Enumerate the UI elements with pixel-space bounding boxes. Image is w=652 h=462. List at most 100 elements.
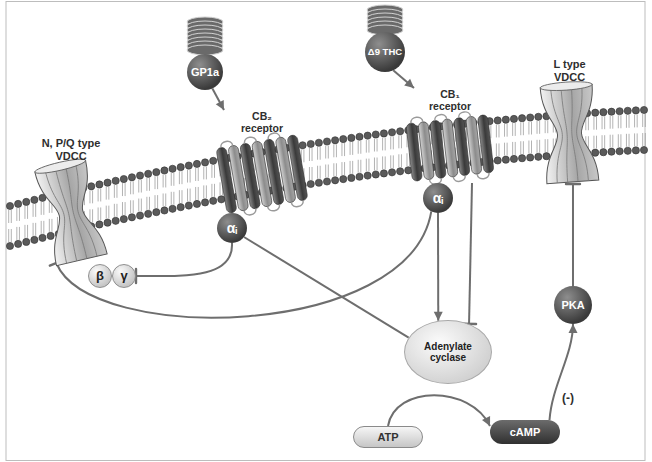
lipid-head bbox=[592, 109, 599, 116]
connector-line bbox=[469, 183, 472, 324]
lipid-head bbox=[527, 154, 534, 161]
lipid-tail bbox=[515, 123, 516, 136]
lipid-head bbox=[299, 142, 306, 149]
lipid-tail bbox=[344, 143, 345, 156]
lipid-head bbox=[218, 196, 225, 203]
lipid-tail bbox=[181, 171, 182, 184]
lipid-tail bbox=[377, 158, 378, 171]
lipid-head bbox=[397, 128, 404, 135]
lipid-head bbox=[356, 133, 363, 140]
lipid-tail bbox=[520, 122, 521, 135]
lipid-head bbox=[145, 210, 152, 217]
lipid-tail bbox=[366, 159, 367, 172]
connector-line bbox=[572, 184, 574, 286]
subunit-label: γ bbox=[120, 269, 127, 284]
lipid-tail bbox=[163, 193, 164, 206]
lipid-head bbox=[315, 139, 322, 146]
lipid-head bbox=[494, 157, 501, 164]
lipid-tail bbox=[531, 122, 532, 135]
channel-drawing bbox=[532, 84, 607, 184]
lipid-tail bbox=[382, 156, 383, 169]
lipid-tail bbox=[114, 185, 115, 198]
lipid-head bbox=[364, 132, 371, 139]
channel-rib bbox=[67, 163, 97, 258]
lipid-head bbox=[535, 153, 542, 160]
receptor-loop bbox=[434, 114, 447, 121]
lipid-tail bbox=[33, 204, 34, 217]
lipid-tail bbox=[626, 134, 627, 147]
channel-rib bbox=[561, 86, 570, 182]
receptor-label: CB₂ receptor bbox=[232, 110, 292, 134]
lipid-tail bbox=[130, 181, 131, 194]
transmembrane-helix bbox=[287, 135, 308, 202]
lipid-head bbox=[193, 160, 200, 167]
lipid-head bbox=[315, 179, 322, 186]
lipid-head bbox=[128, 174, 135, 181]
lipid-head bbox=[600, 149, 607, 156]
g-protein-subunit: β bbox=[88, 264, 112, 288]
lipid-head bbox=[323, 138, 330, 145]
lipid-tail bbox=[504, 143, 505, 156]
lipid-head bbox=[632, 107, 639, 114]
lipid-tail bbox=[19, 208, 20, 221]
connector bbox=[393, 70, 414, 88]
lipid-head bbox=[201, 159, 208, 166]
connector bbox=[244, 237, 409, 338]
lipid-tail bbox=[89, 209, 90, 222]
lipid-head bbox=[145, 170, 152, 177]
channel-shape bbox=[540, 80, 599, 183]
channel-rib bbox=[63, 165, 87, 259]
lipid-tail bbox=[157, 195, 158, 208]
connector bbox=[434, 213, 443, 321]
lipid-tail bbox=[125, 183, 126, 196]
lipid-tail bbox=[612, 116, 613, 129]
lipid-head bbox=[104, 179, 111, 186]
receptor-loop bbox=[244, 209, 257, 216]
lipid-tail bbox=[171, 192, 172, 205]
lipid-tail bbox=[401, 154, 402, 167]
lipid-tail bbox=[350, 142, 351, 155]
lipid-head bbox=[23, 198, 30, 205]
lipid-tail bbox=[181, 190, 182, 203]
connector bbox=[388, 395, 490, 426]
lipid-tail bbox=[523, 122, 524, 135]
lipid-tail bbox=[504, 124, 505, 137]
lipid-head bbox=[332, 137, 339, 144]
lipid-head bbox=[210, 157, 217, 164]
lipid-head bbox=[494, 117, 501, 124]
lipid-tail bbox=[35, 223, 36, 236]
ligand-name: GP1a bbox=[191, 66, 219, 79]
arrowhead bbox=[404, 79, 414, 88]
lipid-tail bbox=[547, 120, 548, 133]
lipid-tail bbox=[41, 221, 42, 234]
lipid-tail bbox=[507, 143, 508, 156]
lipid-tail bbox=[211, 165, 212, 178]
lipid-tail bbox=[328, 165, 329, 178]
inhibition-bar bbox=[566, 183, 580, 185]
lipid-tail bbox=[133, 181, 134, 194]
lipid-tail bbox=[642, 114, 643, 127]
lipid-head bbox=[96, 181, 103, 188]
lipid-head bbox=[307, 140, 314, 147]
lipid-tail bbox=[545, 139, 546, 152]
lipid-tail bbox=[374, 139, 375, 152]
sign-label: (-) bbox=[562, 392, 574, 406]
lipid-tail bbox=[173, 192, 174, 205]
lipid-head bbox=[6, 242, 13, 249]
receptor-drawing bbox=[212, 135, 312, 213]
receptor-helices bbox=[215, 129, 309, 218]
receptor-loop bbox=[410, 117, 423, 124]
lipid-tail bbox=[108, 206, 109, 219]
lipid-tail bbox=[116, 185, 117, 198]
molecule-pill: ATP bbox=[353, 426, 423, 448]
lipid-head bbox=[348, 174, 355, 181]
lipid-tail bbox=[645, 114, 646, 127]
arrowhead bbox=[216, 100, 224, 110]
lipid-tail bbox=[165, 193, 166, 206]
lipid-tail bbox=[89, 190, 90, 203]
lipid-head bbox=[535, 113, 542, 120]
lipid-tail bbox=[122, 202, 123, 215]
lipid-head bbox=[104, 219, 111, 226]
lipid-head bbox=[388, 129, 395, 136]
